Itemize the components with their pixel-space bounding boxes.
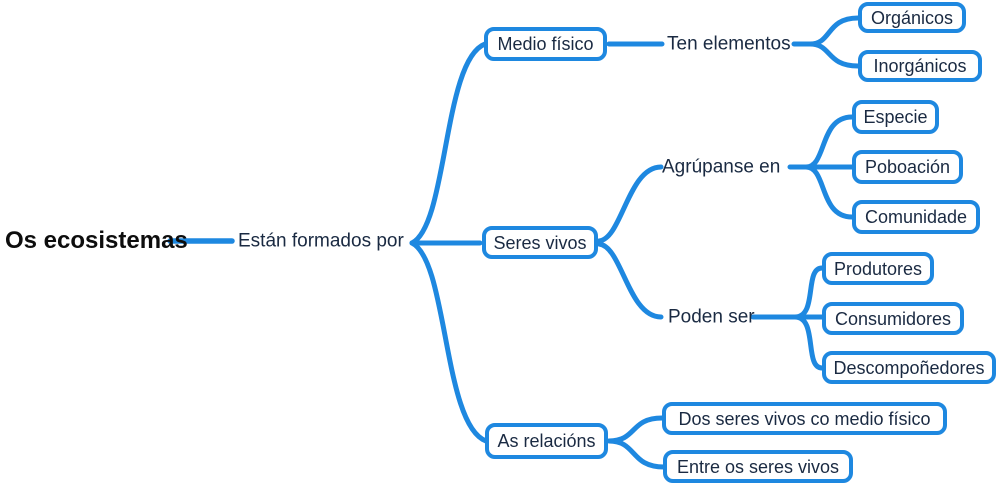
node-medio-fisico[interactable]: Medio físico	[484, 27, 607, 61]
edge-seres-vivos-to-agrupanse	[596, 164, 664, 244]
edge-seres-vivos-to-poden-ser	[596, 241, 664, 320]
edge-connector-to-medio-fisico	[409, 41, 488, 246]
node-comunidade[interactable]: Comunidade	[852, 200, 980, 234]
connector-label-poden-ser[interactable]: Poden ser	[668, 306, 755, 328]
edge-poden-ser-fork	[750, 265, 825, 371]
edge-connector-to-as-relacions	[409, 240, 489, 444]
edge-agrupanse-fork	[787, 114, 855, 220]
root-node-os-ecosistemas[interactable]: Os ecosistemas	[5, 227, 188, 254]
node-as-relacions[interactable]: As relacións	[485, 423, 608, 459]
node-descomponedores[interactable]: Descompoñedores	[822, 351, 996, 384]
node-dos-seres-vivos-co-medio-fisico[interactable]: Dos seres vivos co medio físico	[662, 402, 947, 435]
node-seres-vivos[interactable]: Seres vivos	[482, 226, 598, 259]
node-produtores[interactable]: Produtores	[822, 252, 934, 285]
edge-as-relacions-fork	[606, 415, 667, 470]
connector-label-agrupanse-en[interactable]: Agrúpanse en	[662, 156, 781, 178]
connector-label-estan-formados-por[interactable]: Están formados por	[238, 230, 404, 252]
node-inorganicos[interactable]: Inorgánicos	[858, 50, 982, 82]
node-especie[interactable]: Especie	[852, 100, 939, 134]
node-entre-os-seres-vivos[interactable]: Entre os seres vivos	[663, 450, 853, 483]
edge-ten-elementos-fork	[791, 15, 861, 69]
node-consumidores[interactable]: Consumidores	[822, 302, 964, 335]
connector-label-ten-elementos[interactable]: Ten elementos	[667, 33, 791, 55]
node-poboacion[interactable]: Poboación	[852, 150, 963, 184]
node-organicos[interactable]: Orgánicos	[858, 2, 966, 33]
